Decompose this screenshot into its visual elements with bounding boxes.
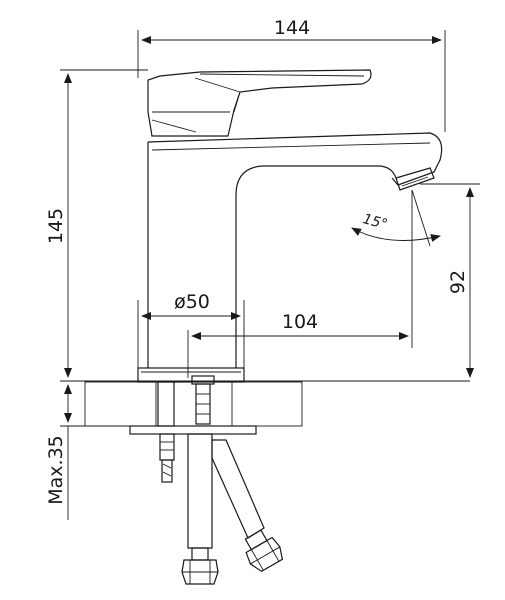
dimension-labels: 144 145 92 ø50 104 15° Max.35 — [45, 17, 469, 505]
countertop-section — [60, 380, 470, 427]
dim-overall-width: 144 — [274, 17, 310, 39]
faucet-body — [137, 132, 443, 383]
dim-overall-height: 145 — [45, 208, 67, 244]
supply-hoses — [181, 375, 284, 585]
dim-spout-angle: 15° — [361, 211, 389, 233]
dimension-lines — [60, 30, 480, 520]
faucet-handle — [147, 69, 372, 137]
dim-spout-reach: 104 — [282, 311, 318, 333]
dim-max-thickness: Max.35 — [45, 435, 67, 505]
dim-base-diameter: ø50 — [174, 291, 210, 313]
dim-spout-height: 92 — [447, 270, 469, 294]
